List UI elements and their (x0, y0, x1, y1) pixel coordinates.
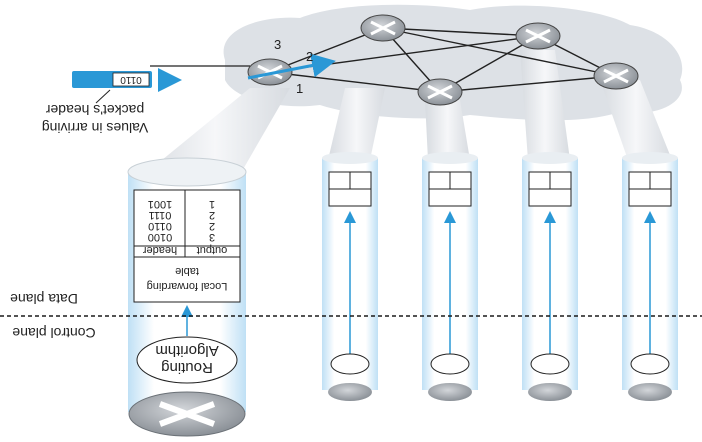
router-column-4 (522, 152, 578, 401)
routing-label-line2: Algorithm (155, 342, 218, 359)
table-cell-output: 1 (209, 198, 215, 210)
router-middle (417, 78, 463, 106)
table-col-header: header (143, 244, 178, 256)
routing-algorithm-ellipse (136, 336, 238, 384)
forwarding-arrow (247, 53, 336, 80)
router-right (593, 62, 639, 90)
router-column-3 (422, 152, 478, 401)
routing-label-line1: Routing (161, 359, 213, 376)
table-cell-output: 2 (209, 209, 215, 221)
beam-3 (425, 100, 470, 160)
table-title-line2: table (175, 265, 199, 277)
table-cell-header: 0110 (148, 220, 172, 232)
packet-header-value: 0110 (120, 74, 142, 85)
beam-5 (600, 80, 672, 160)
port-label-2: 2 (306, 49, 313, 64)
forwarding-table (133, 189, 241, 303)
table-cell-output: 3 (209, 231, 215, 243)
data-plane-label: Data plane (10, 291, 78, 307)
packet-callout-line (95, 89, 111, 104)
router-top (360, 14, 406, 42)
port-label-1: 1 (296, 81, 303, 96)
values-caption-line1: Values in arriving (42, 120, 148, 136)
arriving-packet: 0110 (72, 71, 152, 88)
beam-4 (520, 50, 570, 160)
router-column-5 (622, 152, 678, 401)
forwarding-table-rows: 0100 3 0110 2 0111 2 1001 1 (148, 198, 215, 243)
router-column-2 (322, 152, 378, 401)
table-cell-header: 0100 (148, 231, 172, 243)
beam-2 (328, 88, 385, 160)
beam-main (140, 88, 290, 178)
network-cloud (223, 4, 683, 121)
table-cell-output: 2 (209, 220, 215, 232)
table-cell-header: 0111 (149, 209, 172, 221)
values-caption-line2: packet's header (45, 102, 144, 118)
table-col-output: output (197, 244, 228, 256)
router-top-right (515, 22, 561, 50)
port-label-3: 3 (274, 37, 281, 52)
control-plane-label: Control plane (12, 325, 95, 341)
router-main (247, 58, 293, 86)
table-cell-header: 1001 (148, 198, 172, 210)
table-title-line1: Local forwarding (147, 280, 228, 292)
